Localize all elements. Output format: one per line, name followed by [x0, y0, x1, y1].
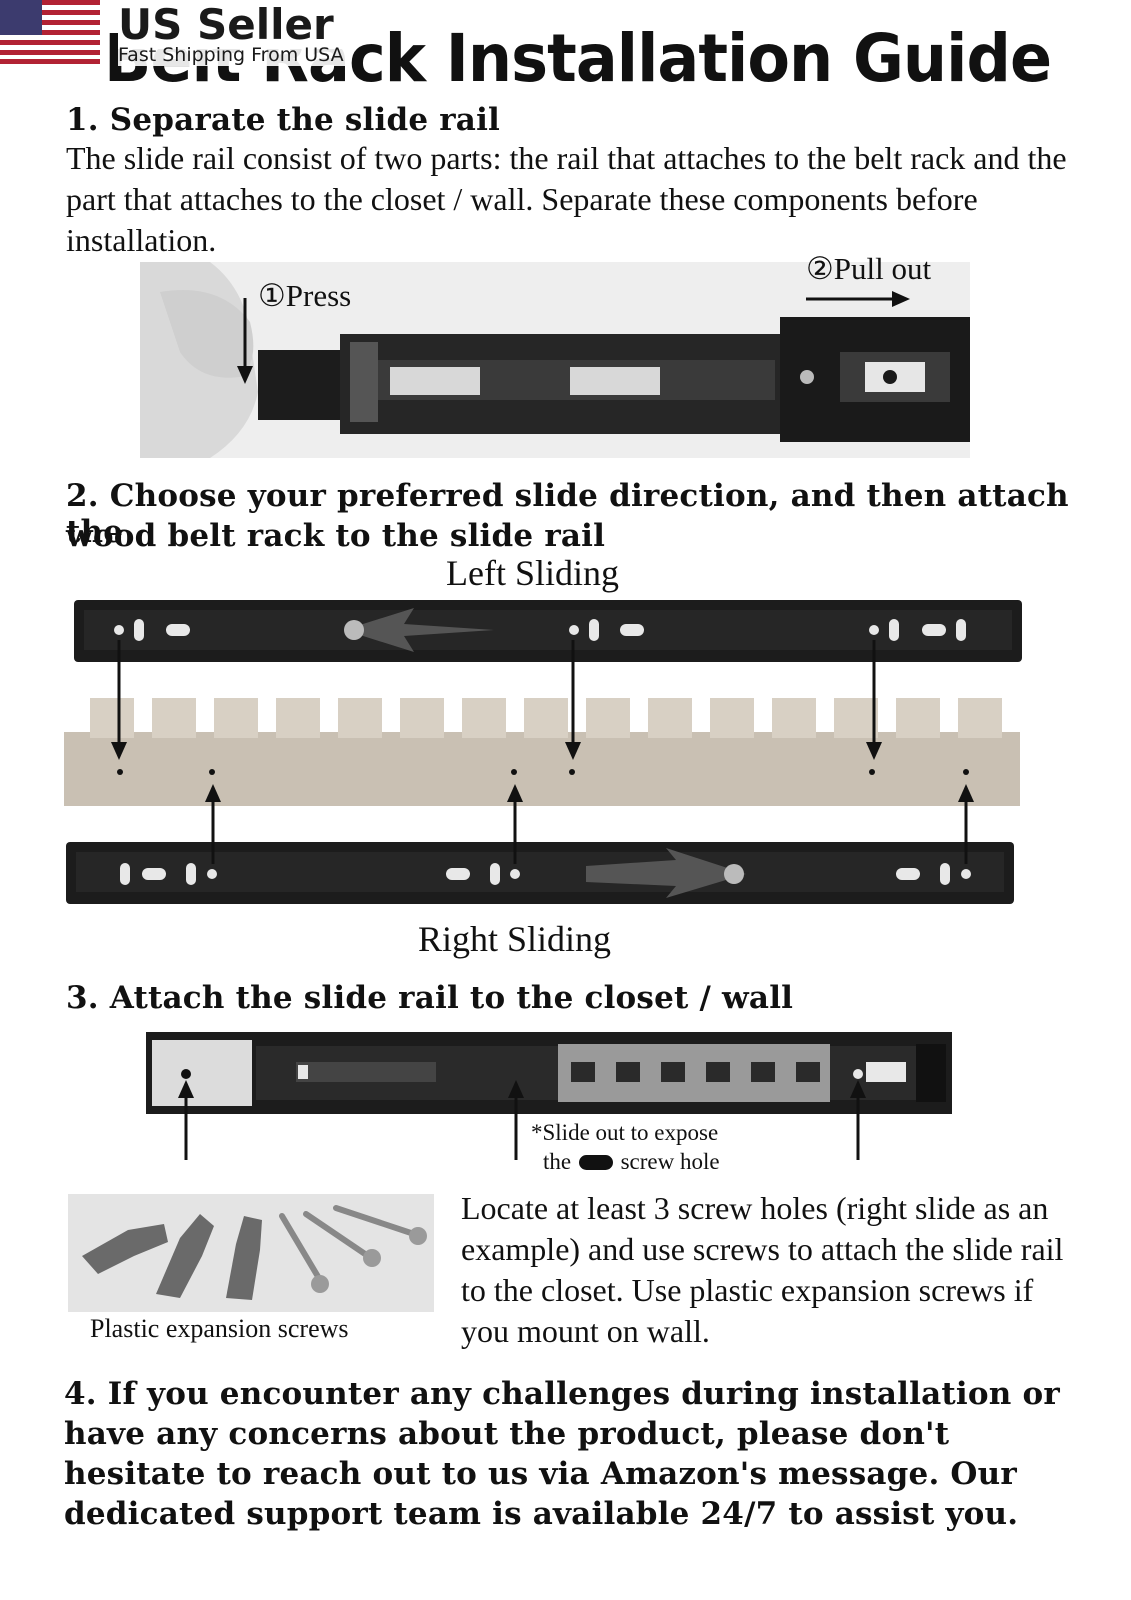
step2-heading-line2: wood belt rack to the slide rail [66, 518, 606, 554]
arrow-right-icon [806, 291, 910, 307]
press-label: ①Press [258, 278, 352, 313]
arrow-down-icon [237, 298, 253, 384]
right-sliding-caption: Right Sliding [418, 919, 612, 959]
arrow-down-icon [111, 640, 127, 760]
arrow-up-icon [508, 1080, 524, 1160]
closet-slide-rail [146, 1032, 952, 1114]
arrow-up-icon [958, 784, 974, 864]
slide-rail-separate-photo [140, 262, 970, 458]
slide-note-line2: the screw hole [543, 1149, 720, 1175]
left-sliding-caption: Left Sliding [446, 553, 619, 593]
step1-heading: 1. Separate the slide rail [66, 102, 501, 138]
arrow-up-icon [850, 1080, 866, 1160]
arrow-up-icon [205, 784, 221, 864]
step1-body: The slide rail consist of two parts: the… [66, 140, 1067, 258]
arrow-up-icon [178, 1080, 194, 1160]
badge-title: US Seller [118, 0, 354, 49]
arrow-up-icon [507, 784, 523, 864]
arrow-down-icon [565, 640, 581, 760]
screws-caption: Plastic expansion screws [90, 1314, 349, 1343]
step2-heading-line1: 2. Choose your preferred slide direction… [66, 478, 1069, 550]
slide-note-rest: screw hole [620, 1149, 720, 1174]
slide-note-line1: *Slide out to expose [531, 1120, 719, 1145]
badge-subtitle: Fast Shipping From USA [118, 44, 348, 66]
slide-note-the: the [543, 1149, 572, 1174]
step3-body: Locate at least 3 screw holes (right sli… [461, 1190, 1064, 1349]
top-slide-rail [74, 600, 1022, 662]
wood-belt-rack [64, 698, 1020, 806]
step3-heading: 3. Attach the slide rail to the closet /… [66, 980, 794, 1016]
plastic-expansion-screws-photo [68, 1194, 434, 1312]
step4-body: 4. If you encounter any challenges durin… [64, 1376, 1060, 1532]
pull-out-label: ②Pull out [806, 251, 932, 286]
arrow-down-icon [866, 640, 882, 760]
us-flag-icon [0, 0, 100, 64]
bottom-slide-rail [66, 842, 1014, 904]
screw-hole-shape-icon [578, 1155, 613, 1170]
